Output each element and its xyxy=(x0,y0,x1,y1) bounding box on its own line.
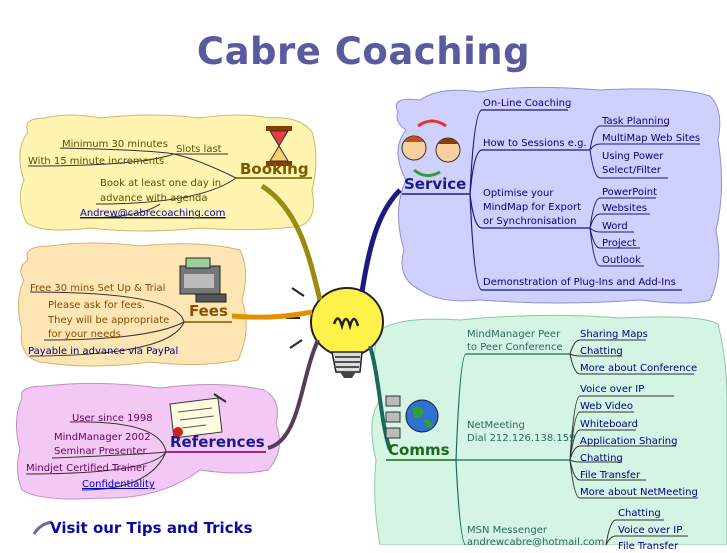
service-online-coaching[interactable]: On-Line Coaching xyxy=(483,98,572,109)
service-optimise-item[interactable]: Websites xyxy=(602,203,648,214)
service-howto: How to Sessions e.g. xyxy=(483,138,587,149)
service-label[interactable]: Service xyxy=(404,175,467,193)
service-optimise-item[interactable]: Word xyxy=(602,221,628,232)
service-optimise: Optimise your xyxy=(483,188,554,199)
comms-netmeeting-item[interactable]: File Transfer xyxy=(580,470,641,481)
comms-label[interactable]: Comms xyxy=(388,441,450,459)
service-cloud xyxy=(395,86,723,304)
lightbulb-icon xyxy=(286,287,384,378)
booking-item: Book at least one day in xyxy=(100,178,222,189)
booking-label[interactable]: Booking xyxy=(240,160,309,178)
comms-msn: MSN Messenger xyxy=(467,525,547,536)
references-label[interactable]: References xyxy=(170,433,265,451)
references-item: Mindjet Certified Trainer xyxy=(26,463,147,474)
service-optimise-item[interactable]: Project xyxy=(602,238,637,249)
references-item: User since 1998 xyxy=(72,413,153,424)
booking-item: Slots last xyxy=(176,144,222,155)
service-optimise: or Synchronisation xyxy=(483,216,577,227)
booking-item: With 15 minute increments xyxy=(28,156,165,167)
booking-cloud xyxy=(19,114,317,232)
comms-netmeeting-item[interactable]: Whiteboard xyxy=(580,419,638,430)
fees-label[interactable]: Fees xyxy=(189,302,228,320)
comms-msn-item[interactable]: File Transfer xyxy=(618,541,679,552)
service-demo[interactable]: Demonstration of Plug-Ins and Add-Ins xyxy=(483,277,676,288)
comms-peer-item[interactable]: Chatting xyxy=(580,346,623,357)
certificate-icon xyxy=(169,393,227,439)
comms-cloud xyxy=(371,314,727,545)
hourglass-icon xyxy=(266,126,292,166)
service-optimise-item[interactable]: PowerPoint xyxy=(602,187,658,198)
comms-netmeeting-item[interactable]: Application Sharing xyxy=(580,436,678,447)
fees-item: Please ask for fees. xyxy=(48,300,146,311)
service-howto-item[interactable]: Select/Filter xyxy=(602,165,661,176)
network-globe-icon xyxy=(385,395,439,439)
visit-tips-link[interactable]: Visit our Tips and Tricks xyxy=(50,519,253,537)
service-howto-item[interactable]: Using Power xyxy=(602,151,664,162)
comms-netmeeting-item[interactable]: Web Video xyxy=(580,401,633,412)
service-howto-item[interactable]: MultiMap Web Sites xyxy=(602,133,701,144)
booking-email-link[interactable]: Andrew@cabrecoaching.com xyxy=(80,208,226,219)
visit-swoosh xyxy=(32,520,53,535)
page-title: Cabre Coaching xyxy=(196,30,531,73)
cash-register-icon xyxy=(179,257,227,303)
fees-item: They will be appropriate xyxy=(48,315,170,326)
service-optimise-item[interactable]: Outlook xyxy=(602,255,641,266)
comms-netmeeting-item[interactable]: Chatting xyxy=(580,453,623,464)
comms-msn-item[interactable]: Chatting xyxy=(618,508,661,519)
fees-item: Payable in advance via PayPal xyxy=(28,346,179,357)
booking-item: advance with agenda xyxy=(100,193,208,204)
comms-peer-item[interactable]: More about Conference xyxy=(580,363,698,374)
service-optimise: MindMap for Export xyxy=(483,202,582,213)
references-item: Seminar Presenter xyxy=(54,446,147,457)
comms-netmeeting: NetMeeting xyxy=(467,420,525,431)
comms-msn: andrewcabre@hotmail.com xyxy=(467,537,605,548)
comms-peer-item[interactable]: Sharing Maps xyxy=(580,329,648,340)
references-item: MindManager 2002 xyxy=(54,432,151,443)
comms-msn-item[interactable]: Voice over IP xyxy=(618,525,683,536)
fees-item: Free 30 mins Set Up & Trial xyxy=(30,283,166,294)
comms-peer: MindManager Peer xyxy=(467,329,561,340)
people-exchange-icon xyxy=(401,119,461,177)
service-howto-item[interactable]: Task Planning xyxy=(602,116,670,127)
comms-netmeeting: Dial 212.126.138.159 xyxy=(467,433,576,444)
booking-item: Minimum 30 minutes xyxy=(62,139,168,150)
comms-peer: to Peer Conference xyxy=(467,342,563,353)
comms-netmeeting-item[interactable]: More about NetMeeting xyxy=(580,487,698,498)
fees-item: for your needs. xyxy=(48,329,124,340)
comms-netmeeting-item[interactable]: Voice over IP xyxy=(580,384,645,395)
confidentiality-link[interactable]: Confidentiality xyxy=(82,479,155,490)
